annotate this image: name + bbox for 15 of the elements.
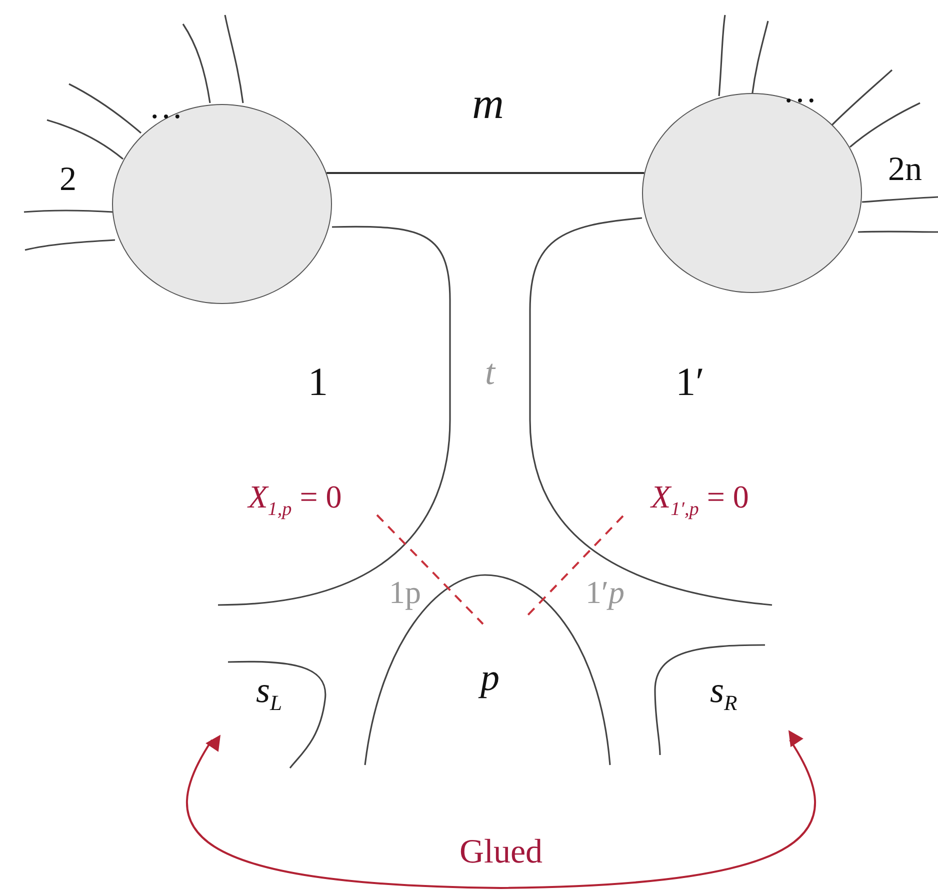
region-label: s$_{R}$: [710, 672, 738, 715]
curve-label: 1′p: [586, 576, 624, 608]
leg-label: 2n: [888, 153, 922, 187]
face-label: p: [480, 659, 500, 697]
face-label: m: [472, 82, 504, 126]
leg-label: 2: [60, 163, 76, 197]
cut-condition-label: X$_{1,p}$ = 0: [248, 480, 342, 520]
curve-label: 1p: [389, 576, 421, 608]
face-label: 1′: [676, 362, 704, 402]
connecting-line: [326, 172, 644, 174]
cut-condition-label: X$_{1′,p}$ = 0: [651, 480, 749, 520]
face-label: 1: [308, 362, 328, 402]
face-label: t: [485, 354, 495, 390]
curved-arrow: [186, 730, 816, 889]
region-label: s$_{L}$: [256, 672, 282, 715]
